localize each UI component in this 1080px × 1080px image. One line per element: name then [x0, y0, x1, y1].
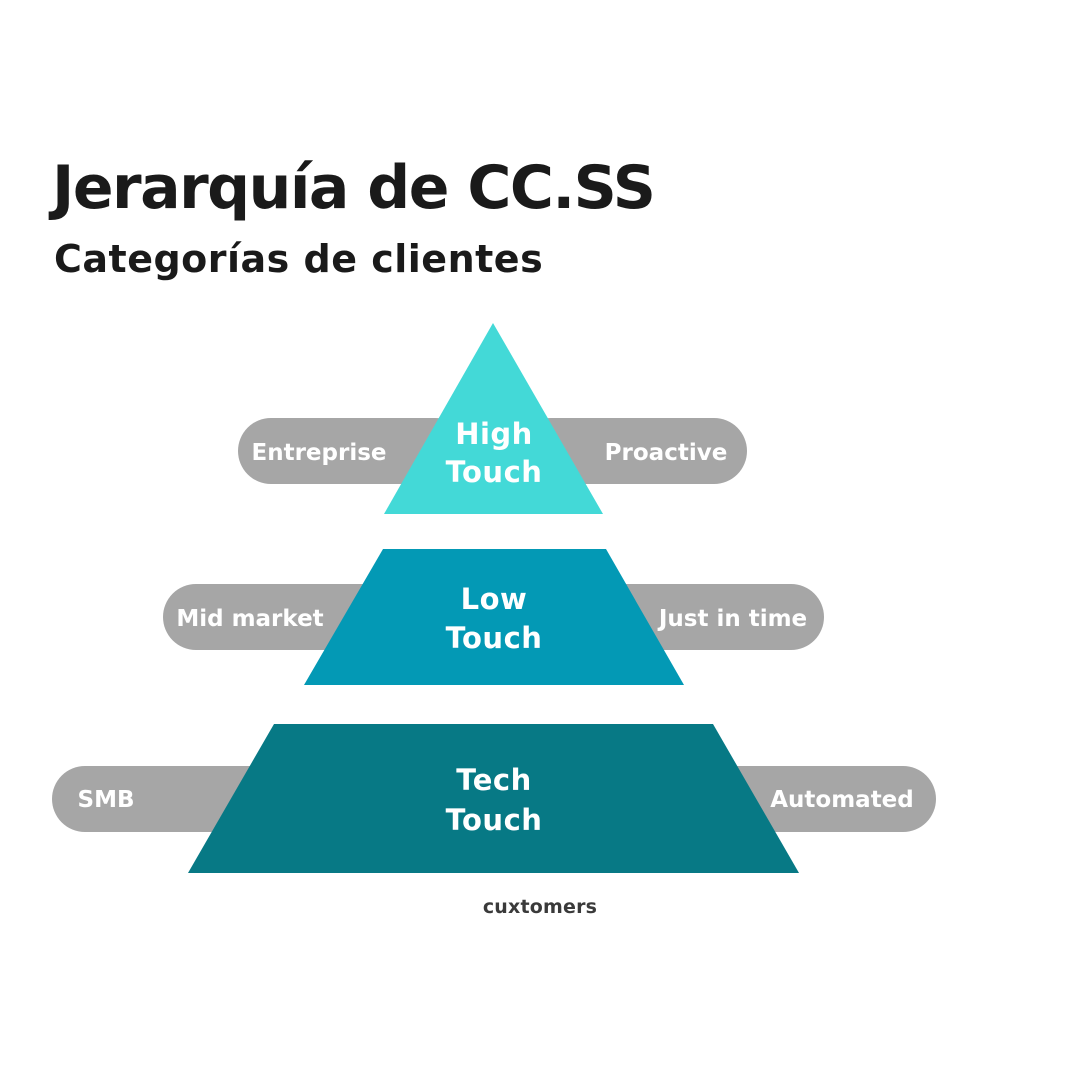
pyramid-tier-tech: [188, 724, 799, 873]
tier-high-touch: Entreprise Proactive High Touch: [238, 323, 747, 514]
tier-tech-touch: SMB Automated Tech Touch: [52, 724, 936, 873]
tier-name-line2: Touch: [446, 455, 543, 489]
page-title: Jerarquía de CC.SS: [52, 153, 656, 223]
page-subtitle: Categorías de clientes: [54, 237, 544, 281]
segment-label-mid-market: Mid market: [176, 606, 323, 632]
tier-name-line2: Touch: [446, 621, 543, 655]
tier-name-line2: Touch: [446, 803, 543, 837]
segment-label-smb: SMB: [78, 787, 135, 813]
approach-label-automated: Automated: [770, 787, 914, 813]
pyramid-tier-low: [304, 549, 684, 685]
pyramid-tier-high: [384, 323, 603, 514]
cuxtomers-logo: cuxtomers: [482, 896, 598, 918]
pill-entreprise: [238, 418, 468, 484]
segment-label-entreprise: Entreprise: [251, 440, 386, 466]
approach-label-proactive: Proactive: [605, 440, 728, 466]
tier-name-line1: High: [455, 417, 533, 451]
tier-name-line1: Low: [461, 582, 528, 616]
tier-low-touch: Mid market Just in time Low Touch: [163, 549, 824, 685]
approach-label-just-in-time: Just in time: [657, 606, 807, 632]
tier-name-line1: Tech: [456, 763, 531, 797]
